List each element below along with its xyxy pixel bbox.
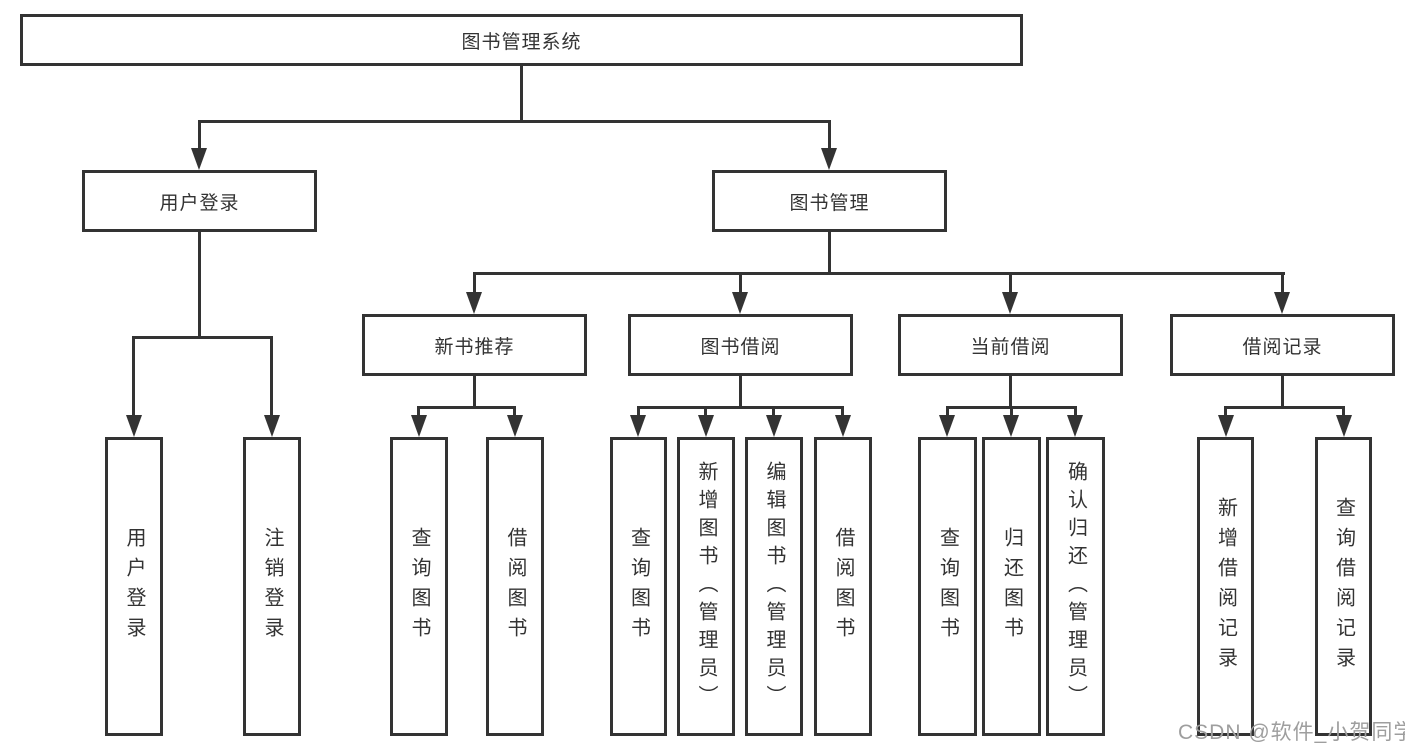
connector-cb-down: [1009, 376, 1012, 409]
leaf-label: 查询借阅记录: [1332, 496, 1355, 677]
connector-user-login-stem: [198, 120, 201, 152]
connector-book-mgmt-down: [828, 232, 831, 275]
node-user-login: 用户登录: [82, 170, 317, 232]
connector-leaf-stem: [417, 406, 420, 418]
arrow-down-icon: [732, 292, 748, 314]
node-new-book-recommendation: 新书推荐: [362, 314, 587, 376]
connector-l3-stem: [1009, 272, 1012, 298]
csdn-watermark: CSDN @软件_小贺同学: [1178, 721, 1405, 744]
leaf-label: 查询图书: [408, 526, 430, 647]
node-root: 图书管理系统: [20, 14, 1023, 66]
connector-l3-stem: [1281, 272, 1284, 298]
arrow-down-icon: [821, 148, 837, 170]
node-borrowing-records: 借阅记录: [1170, 314, 1395, 376]
arrow-down-icon: [126, 415, 142, 437]
node-leaf-query-books-1: 查询图书: [390, 437, 448, 736]
connector-l3-stem: [473, 272, 476, 298]
arrow-down-icon: [1274, 292, 1290, 314]
node-leaf-query-borrow-record: 查询借阅记录: [1315, 437, 1372, 736]
node-new-book-recommendation-label: 新书推荐: [434, 336, 515, 358]
arrow-down-icon: [835, 415, 851, 437]
arrow-down-icon: [630, 415, 646, 437]
node-leaf-return-books: 归还图书: [982, 437, 1041, 736]
node-leaf-add-books: 新增图书（管理员）: [677, 437, 735, 736]
arrow-down-icon: [191, 148, 207, 170]
connector-leaf-stem: [513, 406, 516, 418]
connector-root-stem: [520, 64, 523, 121]
leaf-label: 借阅图书: [504, 526, 526, 647]
connector-book-mgmt-hbar: [473, 272, 1285, 275]
connector-l3-stem: [739, 272, 742, 298]
arrow-down-icon: [264, 415, 280, 437]
arrow-down-icon: [411, 415, 427, 437]
arrow-down-icon: [1067, 415, 1083, 437]
node-book-management: 图书管理: [712, 170, 947, 232]
leaf-label: 确认归还（管理员）: [1064, 460, 1087, 713]
leaf-label: 注销登录: [261, 526, 283, 647]
node-current-borrowing-label: 当前借阅: [970, 336, 1051, 358]
leaf-label: 用户登录: [123, 526, 145, 647]
node-leaf-logout: 注销登录: [243, 437, 301, 736]
connector-leaf-stem: [946, 406, 949, 418]
node-user-login-label: 用户登录: [159, 192, 240, 214]
arrow-down-icon: [1002, 292, 1018, 314]
node-leaf-query-books-3: 查询图书: [918, 437, 977, 736]
node-leaf-user-login: 用户登录: [105, 437, 163, 736]
arrow-down-icon: [1218, 415, 1234, 437]
connector-leaf-stem: [1010, 406, 1013, 418]
node-leaf-query-books-2: 查询图书: [610, 437, 667, 736]
leaf-label: 查询图书: [936, 526, 959, 647]
connector-leaf-stem: [1224, 406, 1227, 418]
node-leaf-borrow-books-1: 借阅图书: [486, 437, 544, 736]
arrow-down-icon: [1003, 415, 1019, 437]
arrow-down-icon: [1336, 415, 1352, 437]
connector-bb-hbar: [637, 406, 844, 409]
node-book-borrowing-label: 图书借阅: [700, 336, 781, 358]
leaf-label: 新增借阅记录: [1214, 496, 1237, 677]
connector-leaf-stem: [270, 336, 273, 417]
connector-user-login-down: [198, 232, 201, 339]
arrow-down-icon: [766, 415, 782, 437]
connector-leaf-stem: [1074, 406, 1077, 418]
connector-root-hbar: [198, 120, 831, 123]
node-leaf-borrow-books-2: 借阅图书: [814, 437, 872, 736]
arrow-down-icon: [507, 415, 523, 437]
connector-br-down: [1281, 376, 1284, 409]
leaf-label: 新增图书（管理员）: [695, 460, 717, 713]
connector-leaf-stem: [772, 406, 775, 418]
connector-leaf-stem: [132, 336, 135, 417]
connector-nbr-hbar: [418, 406, 516, 409]
connector-leaf-stem: [704, 406, 707, 418]
arrow-down-icon: [698, 415, 714, 437]
node-leaf-edit-books: 编辑图书（管理员）: [745, 437, 803, 736]
node-root-label: 图书管理系统: [461, 31, 582, 53]
node-current-borrowing: 当前借阅: [898, 314, 1123, 376]
node-book-borrowing: 图书借阅: [628, 314, 853, 376]
leaf-label: 编辑图书（管理员）: [763, 460, 785, 713]
connector-leaf-stem: [841, 406, 844, 418]
connector-book-mgmt-stem: [828, 120, 831, 152]
connector-br-hbar: [1224, 406, 1344, 409]
arrow-down-icon: [466, 292, 482, 314]
node-book-management-label: 图书管理: [789, 192, 870, 214]
node-leaf-confirm-return: 确认归还（管理员）: [1046, 437, 1105, 736]
connector-bb-down: [739, 376, 742, 409]
arrow-down-icon: [939, 415, 955, 437]
leaf-label: 查询图书: [627, 526, 650, 647]
node-borrowing-records-label: 借阅记录: [1242, 336, 1323, 358]
connector-leaf-stem: [1342, 406, 1345, 418]
node-leaf-add-borrow-record: 新增借阅记录: [1197, 437, 1254, 736]
connector-leaf-stem: [637, 406, 640, 418]
connector-user-login-hbar: [133, 336, 273, 339]
leaf-label: 借阅图书: [832, 526, 854, 647]
leaf-label: 归还图书: [1000, 526, 1023, 647]
connector-nbr-down: [473, 376, 476, 409]
